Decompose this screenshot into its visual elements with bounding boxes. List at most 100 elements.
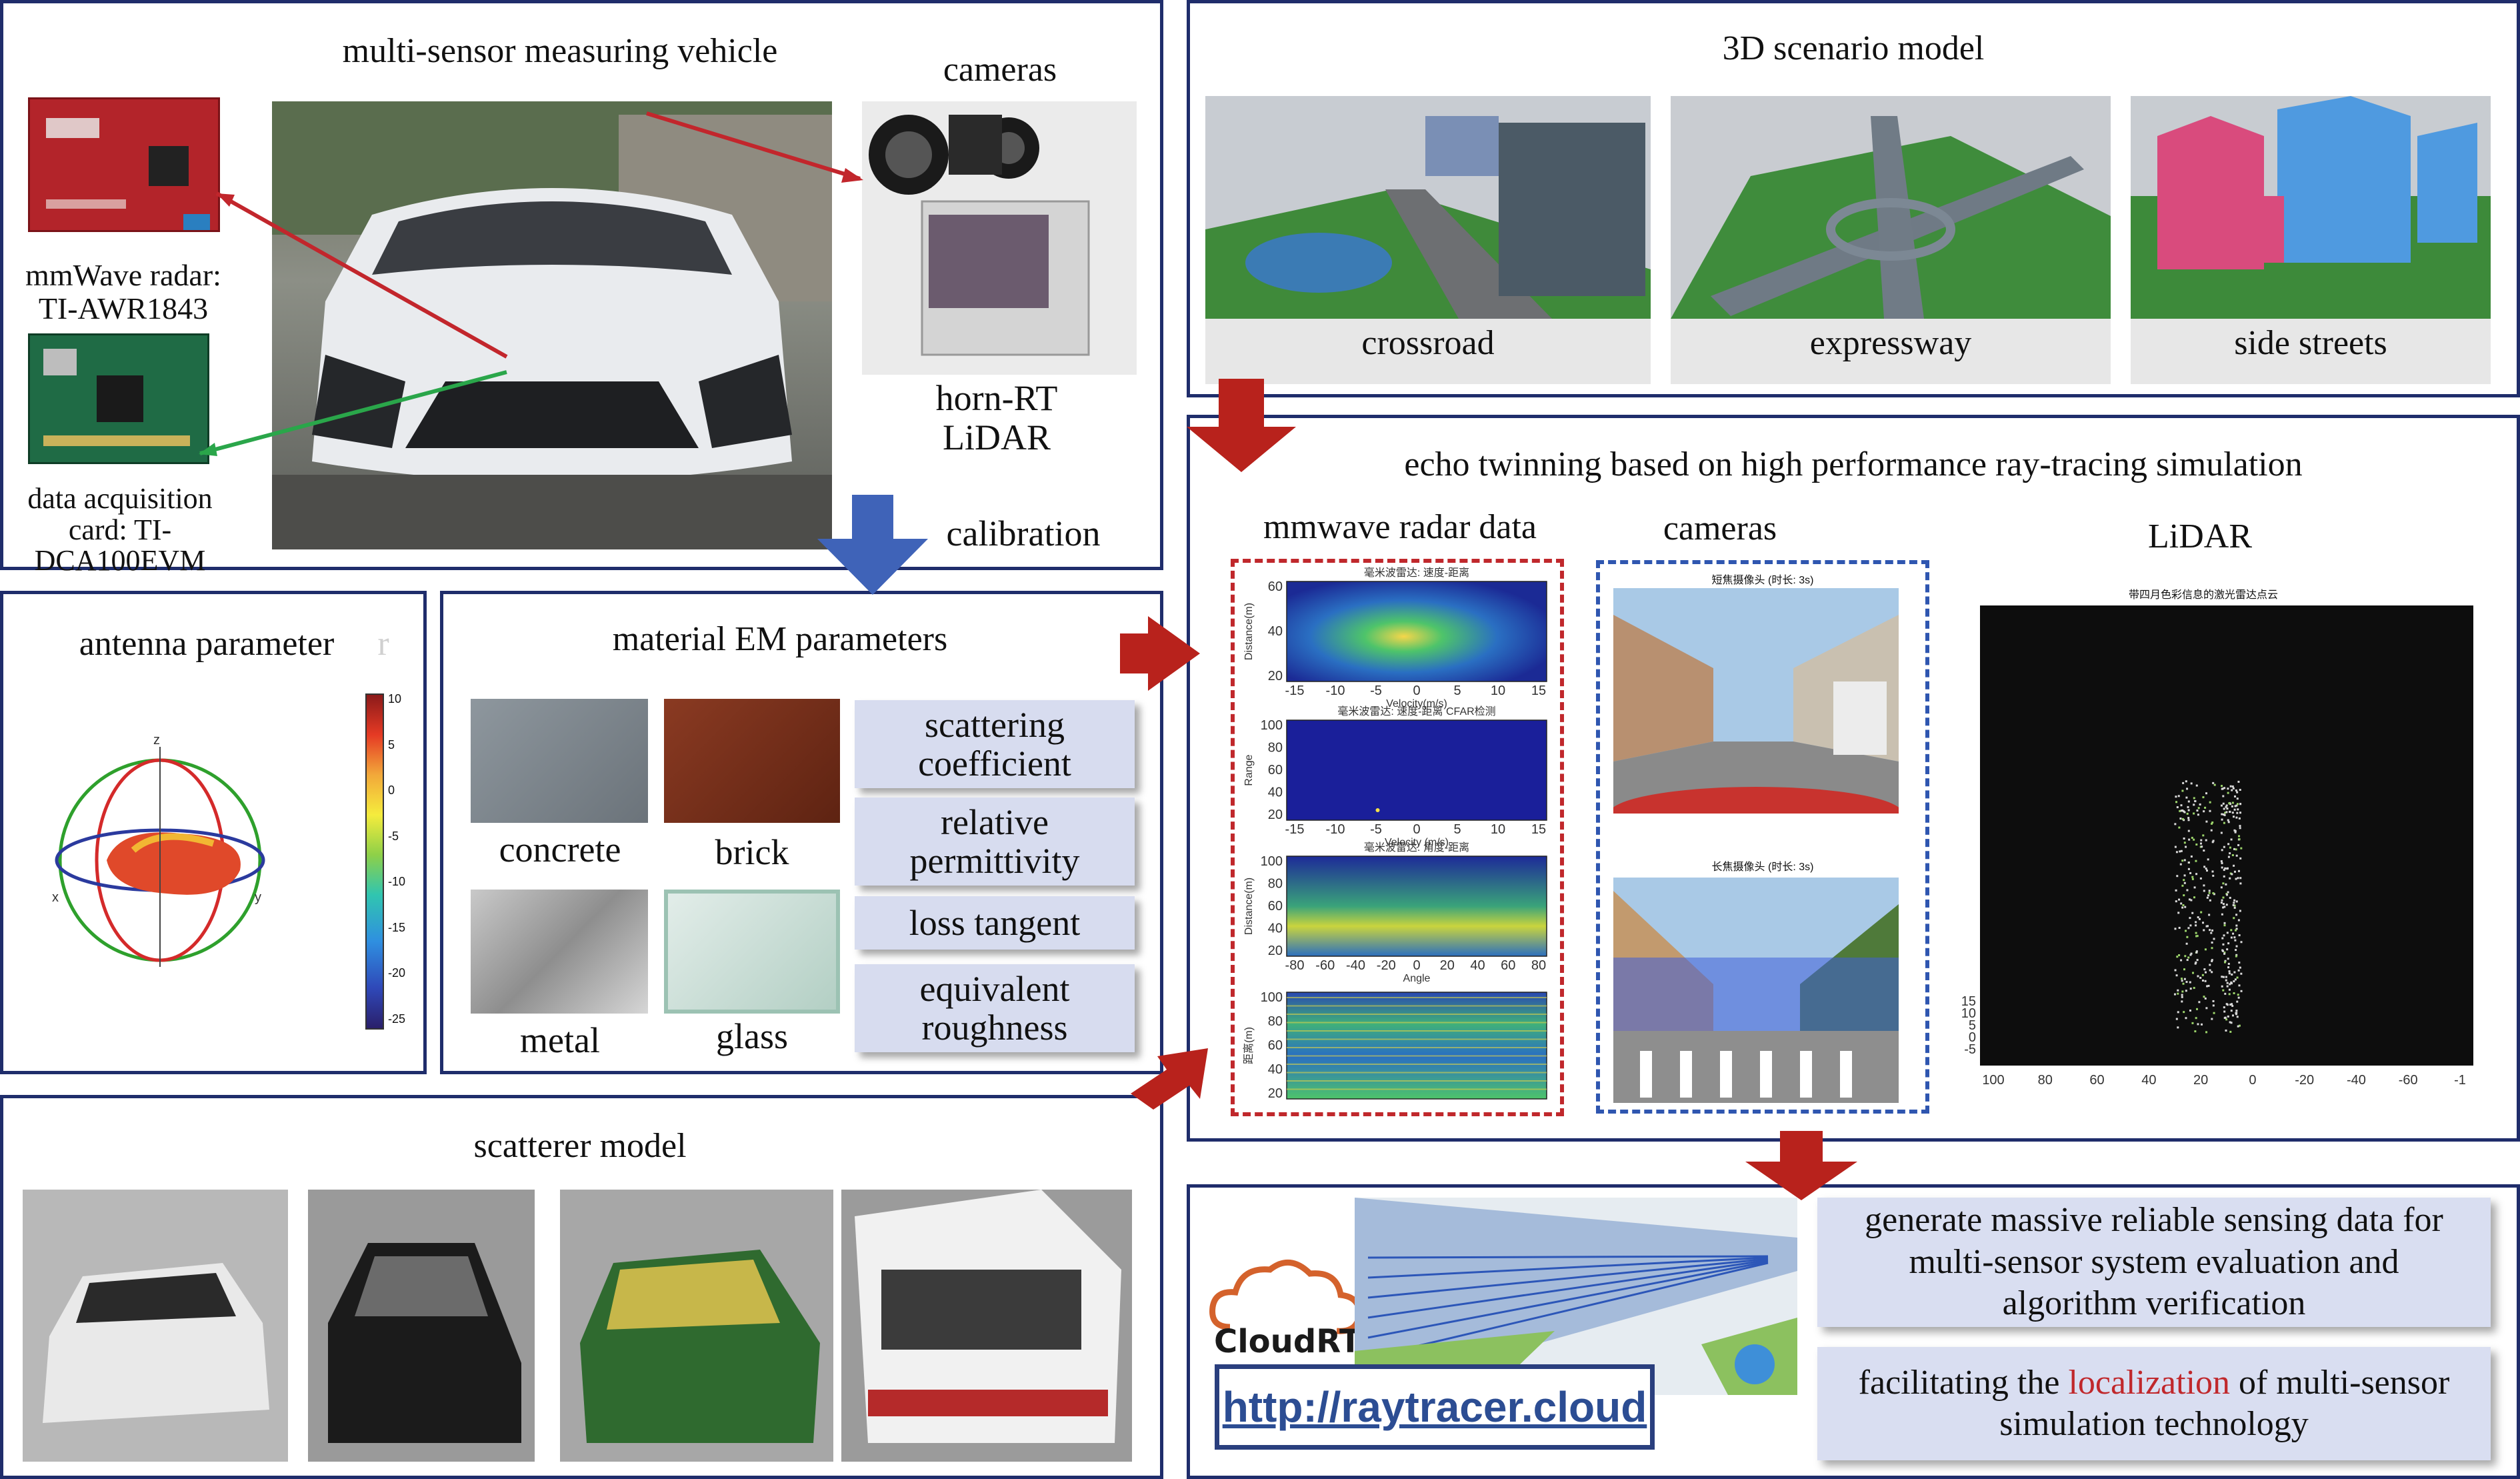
lidar-point xyxy=(2235,1012,2238,1014)
lidar-point xyxy=(2196,810,2199,812)
lidar-point xyxy=(2179,850,2181,853)
lidar-point xyxy=(2211,841,2214,844)
param-scattering: scattering coefficient xyxy=(855,700,1135,788)
lidar-point xyxy=(2237,969,2240,972)
lidar-point xyxy=(2183,879,2185,882)
lidar-xtick: -1 xyxy=(2454,1073,2466,1088)
daq-board-icon xyxy=(28,333,209,464)
lidar-point xyxy=(2234,805,2237,808)
radar-heatmap xyxy=(1286,856,1547,957)
lidar-point xyxy=(2203,850,2205,852)
colorbar-tick: 10 xyxy=(388,692,402,705)
lidar-point xyxy=(2223,924,2226,927)
radar-ytick: 60 xyxy=(1268,763,1283,778)
lidar-point xyxy=(2186,889,2189,892)
lidar-point xyxy=(2223,808,2225,810)
info-localization-prefix: facilitating the xyxy=(1858,1363,2069,1402)
lidar-point xyxy=(2180,850,2183,852)
radar-xtick: -60 xyxy=(1315,958,1335,973)
lidar-point xyxy=(2212,1000,2215,1002)
radar-ytick: 40 xyxy=(1268,624,1283,639)
scene-label-crossroad: crossroad xyxy=(1361,324,1495,362)
lidar-point xyxy=(2239,788,2241,791)
lidar-point xyxy=(2186,812,2189,815)
url-link[interactable]: http://raytracer.cloud xyxy=(1215,1364,1655,1450)
lidar-point xyxy=(2197,1023,2199,1026)
lidar-point xyxy=(2227,843,2230,846)
radar-ytick: 80 xyxy=(1268,877,1283,892)
radar-xtick: 0 xyxy=(1413,822,1420,837)
scene-side-streets: side streets xyxy=(2131,96,2491,384)
lidar-point xyxy=(2191,876,2194,878)
lidar-point xyxy=(2226,932,2229,934)
radar-xlabel: Velocity (m/s) xyxy=(1385,837,1449,848)
lidar-point xyxy=(2193,886,2196,889)
radar-heatmap xyxy=(1286,992,1547,1100)
url-text[interactable]: http://raytracer.cloud xyxy=(1222,1383,1647,1431)
lidar-point xyxy=(2189,917,2191,920)
lidar-point xyxy=(2221,788,2224,790)
lidar-point xyxy=(2239,882,2242,885)
lidar-point xyxy=(2221,862,2223,865)
lidar-point xyxy=(2221,813,2223,816)
lidar-point xyxy=(2231,805,2233,808)
lidar-point xyxy=(2229,896,2231,899)
lidar-point xyxy=(2231,1014,2234,1017)
lidar-point xyxy=(2222,896,2225,899)
lidar-point xyxy=(2235,945,2238,948)
lidar-point xyxy=(2228,972,2231,975)
lidar-point xyxy=(2227,792,2229,794)
lidar-point xyxy=(2183,978,2186,980)
material-label-glass: glass xyxy=(716,1016,788,1056)
radar-ytick: 100 xyxy=(1261,854,1283,869)
lidar-point xyxy=(2223,846,2225,848)
lidar-point xyxy=(2223,1010,2226,1013)
camera-photo xyxy=(862,101,1137,375)
lidar-point xyxy=(2187,830,2190,832)
lidar-point xyxy=(2237,780,2240,783)
lidar-point xyxy=(2222,795,2225,798)
lidar-point xyxy=(2234,795,2237,798)
lidar-point xyxy=(2180,902,2183,905)
lidar-point xyxy=(2196,935,2199,938)
colorbar-tick: 0 xyxy=(388,784,395,798)
lidar-point xyxy=(2229,811,2231,814)
lidar-point xyxy=(2211,821,2214,824)
lidar-point xyxy=(2227,1015,2229,1018)
lidar-point xyxy=(2227,958,2229,960)
lidar-xtick: 80 xyxy=(2038,1073,2053,1088)
lidar-point xyxy=(2238,817,2241,820)
lidar-point xyxy=(2195,784,2198,787)
lidar-point xyxy=(2212,892,2215,895)
lidar-point xyxy=(2230,936,2233,939)
radar-ylabel: Distance(m) xyxy=(1243,603,1255,660)
lidar-point xyxy=(2211,971,2213,974)
lidar-point xyxy=(2225,1018,2228,1021)
info-box-generate: generate massive reliable sensing data f… xyxy=(1817,1198,2491,1327)
lidar-point xyxy=(2183,842,2186,844)
vehicle-model-suv xyxy=(23,1190,288,1462)
lidar-point xyxy=(2230,1022,2233,1024)
lidar-point xyxy=(2237,919,2240,922)
lidar-point xyxy=(2227,819,2229,822)
lidar-point xyxy=(2203,996,2205,998)
lidar-point xyxy=(2176,956,2179,958)
lidar-point xyxy=(2211,822,2213,825)
scene-label-side-streets: side streets xyxy=(2234,324,2387,362)
lidar-point xyxy=(2189,981,2191,984)
lidar-point xyxy=(2187,800,2190,803)
lidar-point xyxy=(2199,803,2201,806)
lidar-point xyxy=(2221,818,2223,821)
lidar-point xyxy=(2205,1031,2208,1034)
lidar-point xyxy=(2220,860,2223,863)
lidar-point xyxy=(2223,822,2225,824)
material-swatch-glass xyxy=(664,890,840,1014)
radar-xtick: -5 xyxy=(1370,683,1382,698)
lidar-point xyxy=(2237,877,2239,880)
lidar-point xyxy=(2198,1001,2201,1004)
lidar-point xyxy=(2235,1013,2237,1016)
lidar-xtick: -20 xyxy=(2295,1073,2314,1088)
radar-xtick: 80 xyxy=(1531,958,1546,973)
lidar-point xyxy=(2179,818,2182,820)
lidar-point xyxy=(2238,835,2241,838)
